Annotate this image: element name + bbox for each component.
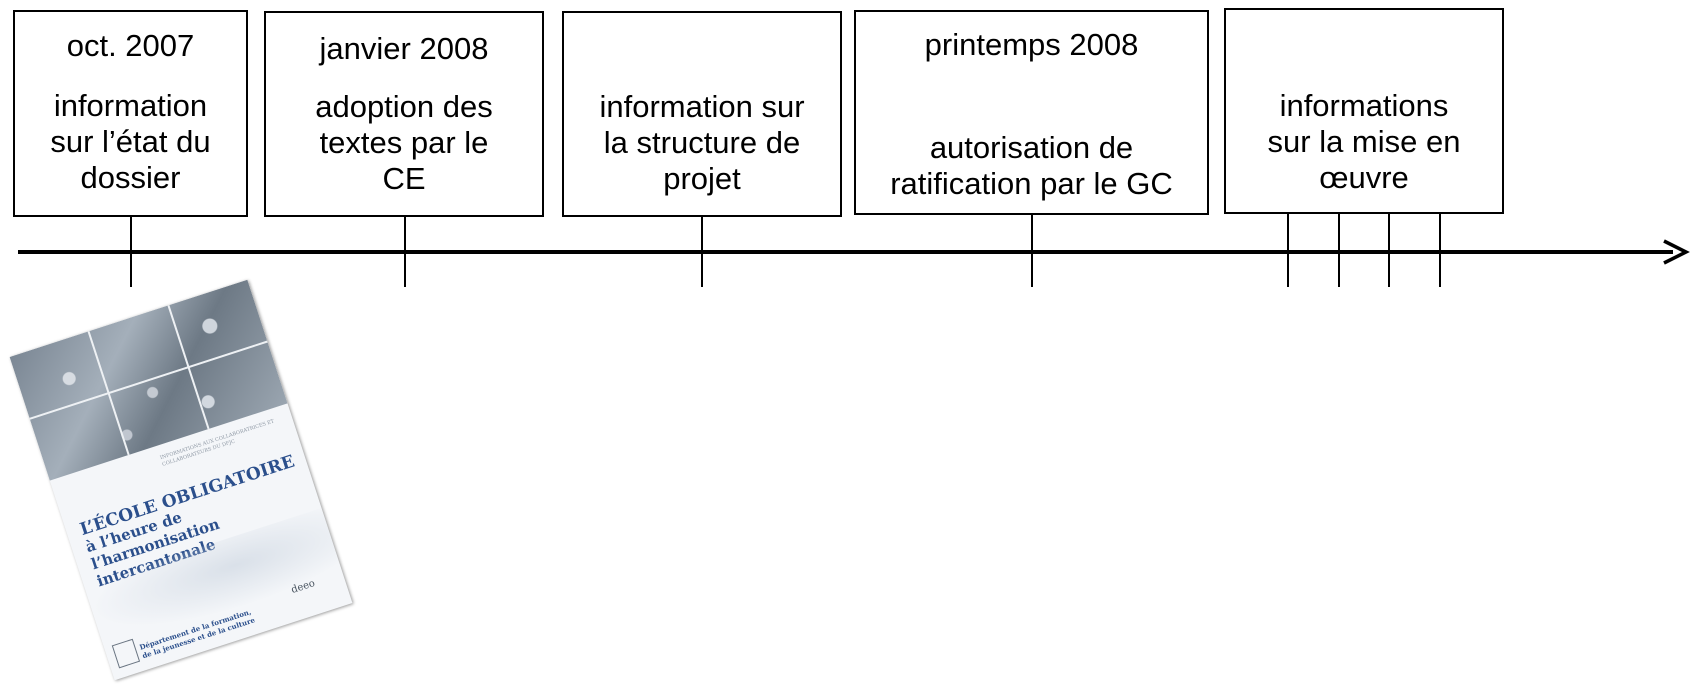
event-box-mise-en-oeuvre: informations sur la mise en œuvre	[1224, 8, 1504, 214]
timeline-axis	[18, 250, 1673, 254]
event-description: autorisation de ratification par le GC	[890, 130, 1173, 201]
timeline-tick	[404, 217, 406, 287]
event-description: informations sur la mise en œuvre	[1267, 88, 1461, 195]
canton-logo-icon	[111, 638, 141, 669]
event-box-structure-projet: information sur la structure de projet	[562, 11, 842, 217]
timeline-tick	[1388, 214, 1390, 287]
event-box-janvier-2008: janvier 2008 adoption des textes par le …	[264, 11, 544, 217]
timeline-tick	[1031, 215, 1033, 287]
event-box-printemps-2008: printemps 2008 autorisation de ratificat…	[854, 10, 1209, 215]
timeline-tick	[701, 217, 703, 287]
timeline-tick	[130, 217, 132, 287]
event-box-oct-2007: oct. 2007 information sur l’état du doss…	[13, 10, 248, 217]
timeline-tick	[1287, 214, 1289, 287]
timeline-tick	[1338, 214, 1340, 287]
event-description: information sur la structure de projet	[599, 89, 805, 196]
timeline-arrowhead-icon	[1663, 239, 1690, 265]
event-date: oct. 2007	[66, 28, 195, 63]
cover-photo-grid	[9, 279, 288, 481]
brochure-cover: Informations aux collaboratrices et coll…	[9, 279, 353, 681]
event-date: janvier 2008	[319, 31, 489, 66]
timeline-tick	[1439, 214, 1441, 287]
event-description: information sur l’état du dossier	[50, 88, 211, 195]
event-description: adoption des textes par le CE	[315, 89, 493, 196]
event-date: printemps 2008	[924, 27, 1139, 62]
